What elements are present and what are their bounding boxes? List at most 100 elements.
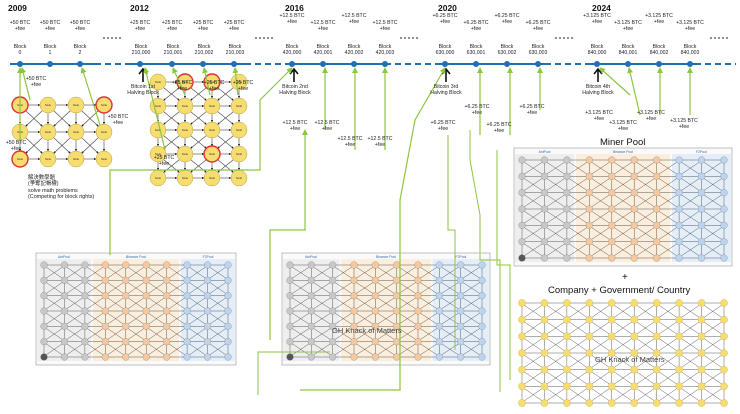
miner-node <box>697 315 706 324</box>
miner-node <box>630 205 638 213</box>
miner-node <box>371 292 379 300</box>
miner-node <box>585 189 593 197</box>
miner-node <box>183 322 191 330</box>
miner-node-label: Node <box>182 104 189 108</box>
miner-node <box>675 365 683 374</box>
miner-node <box>518 382 526 391</box>
miner-node-label: Node <box>45 130 52 134</box>
plus-sign: + <box>622 272 628 283</box>
miner-node <box>518 299 526 307</box>
miner-node <box>176 121 194 139</box>
block-label: Block 2 <box>73 44 87 56</box>
miner-node <box>720 172 728 180</box>
miner-node-label: Node <box>45 157 52 161</box>
miner-node <box>183 276 191 284</box>
reward-label: +50 BTC +fee <box>25 76 47 88</box>
miner-node <box>608 332 616 341</box>
miner-node <box>608 189 616 197</box>
miner-node <box>435 353 443 361</box>
reward-label: +12.5 BTC +fee <box>372 20 398 32</box>
miner-node <box>414 307 422 315</box>
miner-pool-title: Miner Pool <box>600 137 646 148</box>
block-label: Block 210,002 <box>194 44 214 56</box>
miner-node <box>203 121 221 139</box>
miner-node <box>393 307 401 315</box>
miner-node <box>67 96 85 114</box>
block-label: Block 210,003 <box>225 44 245 56</box>
miner-node <box>608 238 616 246</box>
miner-node <box>518 349 526 357</box>
reward-label: +3.125 BTC +fee <box>583 13 611 25</box>
miner-node <box>675 315 683 324</box>
miner-node <box>163 292 171 300</box>
miner-node <box>101 276 109 284</box>
miner-node <box>585 205 593 213</box>
miner-node <box>698 189 706 197</box>
miner-node <box>122 307 130 315</box>
miner-node <box>142 292 150 300</box>
company-gov-title: Company + Government/ Country <box>548 285 691 296</box>
miner-node <box>142 322 150 330</box>
miner-node <box>720 399 728 407</box>
miner-node <box>518 365 526 374</box>
block-label: Block 840,001 <box>618 44 638 56</box>
miner-node <box>39 150 57 168</box>
miner-node <box>163 261 171 269</box>
miner-node <box>183 307 191 315</box>
miner-node <box>720 221 728 229</box>
miner-node <box>585 172 593 180</box>
miner-node <box>81 338 89 346</box>
miner-node <box>122 292 130 300</box>
miner-node <box>307 276 315 284</box>
miner-node <box>608 221 616 229</box>
miner-node <box>585 399 594 407</box>
miner-node <box>585 299 594 307</box>
reward-label: +50 BTC +fee <box>69 20 91 32</box>
miner-node <box>585 382 594 391</box>
miner-node <box>675 382 683 391</box>
miner-node <box>329 276 337 284</box>
miner-node <box>142 276 150 284</box>
miner-node <box>40 322 48 330</box>
miner-node <box>435 322 443 330</box>
miner-node <box>630 382 638 391</box>
miner-node <box>630 238 638 246</box>
year-2012: 2012 <box>130 3 149 13</box>
miner-node <box>414 261 422 269</box>
miner-node <box>40 261 48 269</box>
block-label: Block 420,003 <box>375 44 395 56</box>
miner-node <box>204 261 212 269</box>
miner-node <box>563 238 571 246</box>
miner-node <box>653 189 661 197</box>
miner-node <box>585 156 593 164</box>
miner-node <box>518 332 526 341</box>
miner-node <box>698 238 706 246</box>
block-label: Block 840,002 <box>649 44 669 56</box>
pool-name-label: AntPool <box>539 150 551 154</box>
miner-node <box>40 307 48 315</box>
reward-label: +25 BTC +fee <box>153 155 175 167</box>
miner-node <box>518 172 526 180</box>
miner-node <box>697 382 706 391</box>
miner-node <box>435 338 443 346</box>
miner-node <box>478 307 486 315</box>
block-label: Block 0 <box>13 44 27 56</box>
miner-node <box>435 292 443 300</box>
miner-node <box>608 205 616 213</box>
miner-node <box>39 123 57 141</box>
miner-node <box>40 338 48 346</box>
miner-node <box>224 322 232 330</box>
miner-node <box>230 97 248 115</box>
reward-label: +50 BTC +fee <box>107 114 129 126</box>
miner-node-label: Node <box>155 152 162 156</box>
reward-label: +25 BTC +fee <box>232 80 254 92</box>
miner-node <box>675 399 683 407</box>
miner-node <box>540 221 548 229</box>
reward-label: +3.125 BTC +fee <box>676 20 704 32</box>
miner-node <box>142 338 150 346</box>
miner-node <box>653 254 661 262</box>
miner-node <box>81 353 89 361</box>
miner-node <box>608 299 616 307</box>
miner-node <box>95 123 113 141</box>
year-2020: 2020 <box>438 3 457 13</box>
